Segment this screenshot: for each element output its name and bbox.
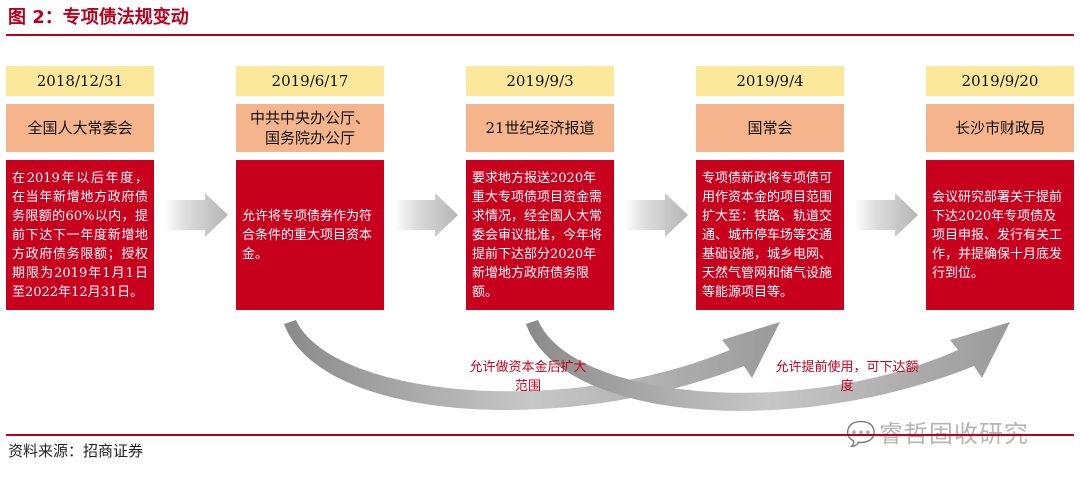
flow-arrow-1-2: [164, 193, 228, 237]
desc-box-5: 会议研究部署关于提前下达2020年专项债及项目申报、发行有关工作，并提确保十月底…: [926, 160, 1074, 310]
date-label-1: 2018/12/31: [6, 66, 154, 96]
note-expand-scope: 允许做资本金后扩大范围: [469, 360, 587, 394]
desc-box-2: 允许将专项债券作为符合条件的重大项目资本金。: [236, 160, 384, 310]
date-label-5: 2019/9/20: [926, 66, 1074, 96]
desc-text-2: 允许将专项债券作为符合条件的重大项目资本金。: [242, 208, 373, 262]
note-early-use: 允许提前使用，可下达额度: [775, 360, 919, 394]
flow-arrow-2-3: [394, 193, 458, 237]
flow-arrow-3-4: [624, 193, 688, 237]
org-label-5: 长沙市财政局: [926, 104, 1074, 152]
desc-box-1: 在2019年以后年度，在当年新增地方政府债务限额的60%以内，提前下达下一年度新…: [6, 160, 154, 310]
org-text-2: 中共中央办公厅、国务院办公厅: [250, 109, 371, 147]
org-label-2: 中共中央办公厅、国务院办公厅: [236, 104, 384, 152]
org-label-3: 21世纪经济报道: [466, 104, 614, 152]
bottom-rule: [6, 434, 1074, 436]
date-label-3: 2019/9/3: [466, 66, 614, 96]
desc-box-3: 要求地方报送2020年重大专项债项目资金需求情况，经全国人大常委会审议批准，今年…: [466, 160, 614, 310]
desc-box-4: 专项债新政将专项债可用作资本金的项目范围扩大至：铁路、轨道交通、城市停车场等交通…: [696, 160, 844, 310]
figure-title: 图 2：专项债法规变动: [8, 7, 189, 28]
curve-arrow-right: [526, 320, 1010, 411]
date-label-4: 2019/9/4: [696, 66, 844, 96]
date-label-2: 2019/6/17: [236, 66, 384, 96]
desc-text-1: 在2019年以后年度，在当年新增地方政府债务限额的60%以内，提前下达下一年度新…: [12, 170, 148, 300]
org-label-1: 全国人大常委会: [6, 104, 154, 152]
top-rule: [6, 34, 1074, 36]
org-label-4: 国常会: [696, 104, 844, 152]
source-note: 资料来源：招商证券: [8, 442, 144, 460]
desc-text-5: 会议研究部署关于提前下达2020年专项债及项目申报、发行有关工作，并提确保十月底…: [932, 189, 1063, 281]
desc-text-3: 要求地方报送2020年重大专项债项目资金需求情况，经全国人大常委会审议批准，今年…: [472, 170, 603, 300]
flow-arrow-4-5: [854, 193, 918, 237]
desc-text-4: 专项债新政将专项债可用作资本金的项目范围扩大至：铁路、轨道交通、城市停车场等交通…: [702, 170, 833, 300]
watermark: 💬睿哲固收研究: [846, 414, 1029, 449]
